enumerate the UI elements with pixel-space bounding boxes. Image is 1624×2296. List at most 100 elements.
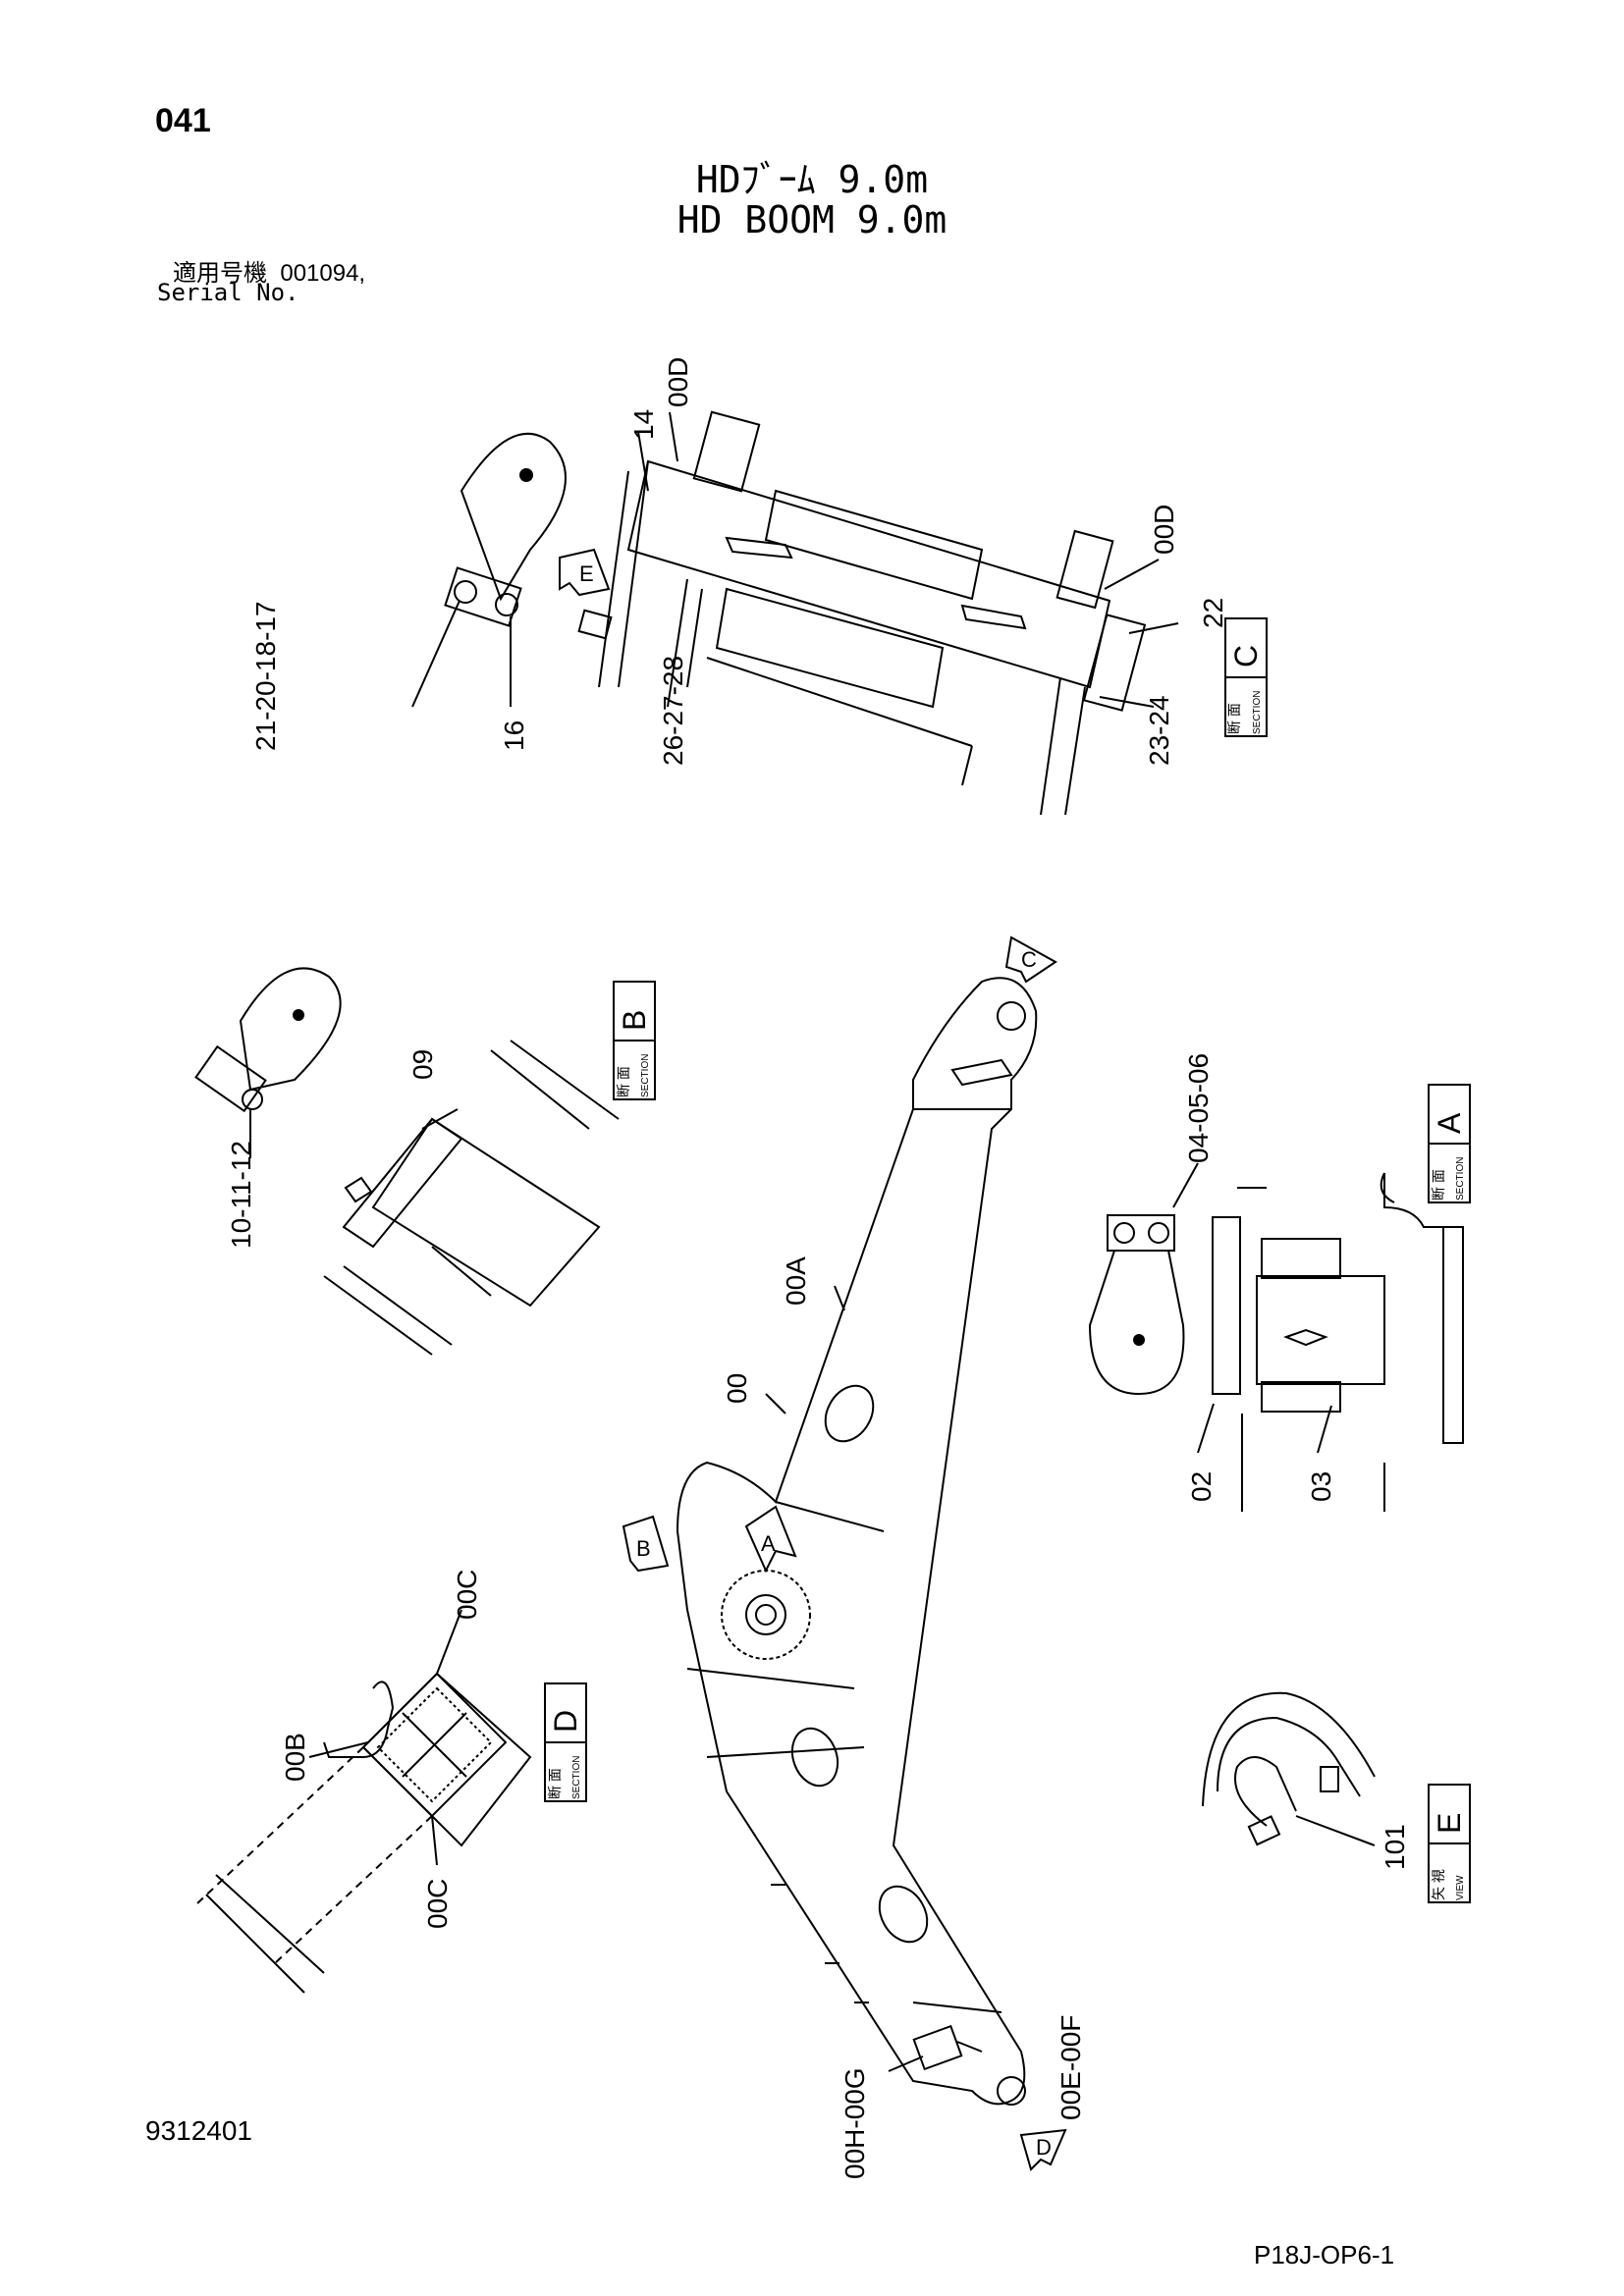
view-e-block <box>1320 1766 1339 1792</box>
section-a-bearing-bottom <box>1261 1381 1341 1413</box>
view-e-bolt <box>1247 1815 1281 1846</box>
section-a-lifting-eye <box>1088 1250 1185 1396</box>
view-box-e: 矢 視 VIEW E <box>1428 1784 1471 1903</box>
section-box-d-letter: D <box>548 1710 583 1733</box>
page-number: 041 <box>155 102 211 139</box>
section-c-nut-right <box>495 593 518 616</box>
boom-foot-pin <box>997 2076 1026 2106</box>
section-c-bracket <box>626 459 1111 689</box>
leader-00 <box>765 1393 786 1415</box>
section-b-nut <box>242 1089 263 1110</box>
section-box-a: 断 面 SECTION A <box>1428 1084 1471 1203</box>
section-c-nut-plate <box>444 566 522 627</box>
view-e-hook <box>1234 1756 1297 1827</box>
view-arrow-a-letter: A <box>761 1531 776 1556</box>
section-b-body <box>371 1117 601 1308</box>
callout-00c-bottom: 00C <box>422 1879 453 1929</box>
section-box-b: 断 面 SECTION B <box>613 981 656 1100</box>
callout-02: 02 <box>1186 1471 1217 1502</box>
callout-26-27-28: 26-27-28 <box>658 656 688 766</box>
section-b-line-1 <box>490 1049 590 1130</box>
boom-head-lug <box>950 1058 1013 1087</box>
view-arrow-d-letter: D <box>1036 2135 1052 2160</box>
section-box-c: 断 面 SECTION C <box>1224 617 1268 737</box>
leader-101 <box>1295 1815 1376 1846</box>
section-box-a-en: SECTION <box>1455 1157 1466 1201</box>
boom-main-view: C A B D 00A 00 00E-00F 00H-00G <box>622 935 1086 2179</box>
section-b-detail: 09 10-11-12 断 面 SECTION B <box>194 967 656 1356</box>
callout-00: 00 <box>722 1373 752 1404</box>
callout-00b: 00B <box>280 1733 310 1782</box>
section-c-slot-left <box>725 536 793 560</box>
section-d-line-2 <box>205 1894 305 1994</box>
view-e-outline <box>1202 1691 1376 1807</box>
section-b-eye-hole <box>293 1009 304 1021</box>
boom-cylinder-boss-core <box>755 1604 777 1626</box>
boom-cylinder-boss-outer <box>721 1570 811 1660</box>
callout-22: 22 <box>1198 598 1228 628</box>
callout-00d-top: 00D <box>663 357 693 407</box>
section-d-dash-1 <box>195 1746 364 1905</box>
leader-00d-right <box>1104 559 1160 590</box>
callout-16: 16 <box>499 721 529 751</box>
section-box-b-jp: 断 面 <box>616 1066 631 1097</box>
section-c-lifting-eye <box>460 432 567 602</box>
serial-label-jp-text: 適用号機 <box>173 260 267 287</box>
leader-03 <box>1317 1405 1332 1454</box>
section-b-nut-plate <box>194 1044 267 1113</box>
view-arrow-b-letter: B <box>636 1536 651 1561</box>
leader-00d-top <box>669 411 678 462</box>
boom-foot-seam <box>912 2002 1002 2013</box>
callout-23-24: 23-24 <box>1144 695 1174 766</box>
view-arrow-d: D <box>1019 2128 1067 2171</box>
view-box-e-jp: 矢 視 <box>1431 1869 1446 1900</box>
view-arrow-c: C <box>1004 935 1057 984</box>
leader-00b <box>308 1741 369 1758</box>
section-a-cover <box>1442 1226 1464 1444</box>
section-c-eye-hole <box>519 468 533 482</box>
leader-17 <box>411 600 460 708</box>
section-c-boom-line-4 <box>1064 686 1086 816</box>
title-english: HD BOOM 9.0m <box>677 198 947 241</box>
boom-seam-2 <box>686 1668 855 1689</box>
section-box-c-jp: 断 面 <box>1226 703 1242 734</box>
section-a-slot <box>1283 1328 1328 1347</box>
section-b-line-5 <box>431 1246 492 1297</box>
callout-00c-top: 00C <box>452 1570 482 1620</box>
section-c-pin-lower <box>715 587 945 709</box>
leader-14 <box>637 431 649 492</box>
view-e-detail: 101 矢 視 VIEW E <box>1202 1691 1471 1903</box>
boom-head-pin <box>997 1001 1026 1031</box>
section-b-bolt <box>344 1176 373 1203</box>
section-c-boss-left <box>692 410 761 493</box>
section-c-boss-right <box>1056 529 1114 610</box>
serial-value: 001094, <box>280 260 366 287</box>
section-box-b-letter: B <box>617 1010 652 1031</box>
callout-04-05-06: 04-05-06 <box>1183 1053 1214 1163</box>
boom-hole-middle <box>790 1727 839 1788</box>
section-c-pin-upper <box>764 489 984 601</box>
section-box-c-en: SECTION <box>1252 691 1263 734</box>
section-d-inner <box>376 1686 493 1803</box>
section-box-d: 断 面 SECTION D <box>544 1682 587 1802</box>
callout-14: 14 <box>628 409 659 440</box>
section-c-lower-line <box>706 657 973 747</box>
callout-00e-00f: 00E-00F <box>1056 2015 1086 2120</box>
document-number: 9312401 <box>145 2115 253 2146</box>
leader-26 <box>667 578 688 708</box>
leader-00e <box>956 2041 983 2053</box>
boom-outline <box>676 977 1038 2106</box>
section-d-cross-2 <box>402 1712 467 1778</box>
callout-00d-right: 00D <box>1149 505 1179 555</box>
leader-00c-top <box>436 1609 462 1675</box>
section-c-slot-right <box>960 604 1027 630</box>
section-a-eye-hole <box>1133 1334 1145 1346</box>
section-c-cover <box>1082 614 1147 712</box>
boom-hole-upper <box>824 1384 875 1443</box>
section-c-boom-line-2 <box>618 460 649 688</box>
section-d-detail: 00C 00B 00C 断 面 SECTION D <box>195 1570 587 1994</box>
section-c-detail: E 14 00D 00D 22 21-20-18-17 16 26-27-28 … <box>250 357 1268 816</box>
section-box-d-en: SECTION <box>571 1756 582 1799</box>
section-c-boom-line-5 <box>686 588 703 688</box>
